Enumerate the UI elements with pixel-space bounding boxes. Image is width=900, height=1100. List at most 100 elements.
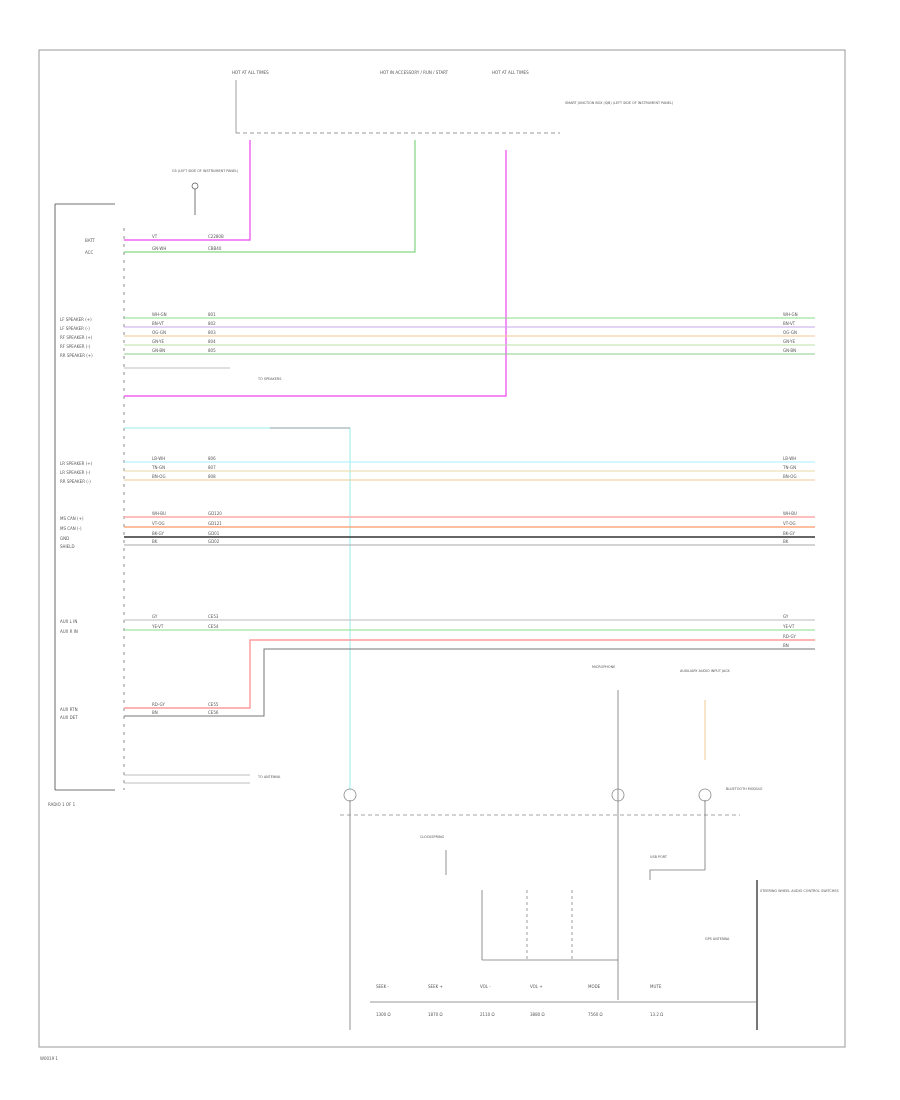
bus-3-end: BK-GY: [783, 531, 795, 536]
aux-2-label: AUX R IN: [60, 629, 78, 634]
switch-ladder: [370, 890, 756, 1003]
aux-1-label: AUX L IN: [60, 619, 77, 624]
bus-wires: [124, 516, 815, 546]
aux-2-code: CE54: [208, 624, 219, 629]
fuse-mid-label: HOT IN ACCESSORY / RUN / START: [380, 70, 449, 75]
bus-1-end: WH-BU: [783, 511, 797, 516]
speaker-5-end: GN-BN: [783, 348, 796, 353]
top-wire-2-label: ACC: [85, 250, 93, 255]
aux-3-color: RD-GY: [152, 702, 165, 707]
top-wire-1-code: C2280B: [208, 234, 224, 239]
steering-module-label: CLOCKSPRING: [420, 835, 444, 839]
speaker-3-color: OG-GN: [152, 330, 166, 335]
aux-1-code: CE53: [208, 614, 219, 619]
top-wire-labels: BATT VT C2280B ACC GN-WH CBB40: [85, 234, 224, 255]
bus-1-color: WH-BU: [152, 511, 166, 516]
aux-2-end: YE-VT: [782, 624, 795, 629]
top-wire-2-color: GN-WH: [152, 246, 166, 251]
aux-4-color: BN: [152, 710, 158, 715]
resistor-label-2: 1870 Ω: [428, 1012, 443, 1017]
speaker-3-code: 803: [208, 330, 216, 335]
speaker-1-end: WH-GN: [783, 312, 798, 317]
lower-speaker-3-color: BN-OG: [152, 474, 166, 479]
speaker-1-code: 801: [208, 312, 216, 317]
radio-connector: RADIO 1 OF 1: [48, 203, 125, 807]
gps-note: GPS ANTENNA: [705, 937, 730, 941]
switch-label-5: MODE: [588, 984, 601, 989]
bus-wire-labels: MS CAN (+) WH-BU GD120 WH-BU MS CAN (-) …: [60, 511, 797, 549]
resistor-label-1: 1300 Ω: [376, 1012, 391, 1017]
speaker-4-code: 804: [208, 339, 216, 344]
aux-3-label: AUX RTN: [60, 707, 78, 712]
speaker-2-code: 802: [208, 321, 216, 326]
lower-speaker-3-code: 808: [208, 474, 216, 479]
cyan-wire: [124, 427, 351, 790]
resistor-label-6: 13.2 Ω: [650, 1012, 663, 1017]
speaker-wire-labels: LF SPEAKER (+) WH-GN 801 WH-GN LF SPEAKE…: [60, 312, 798, 381]
bus-4-end: BK: [783, 539, 789, 544]
speaker-5-color: GN-BN: [152, 348, 165, 353]
top-wire-2-code: CBB40: [208, 246, 222, 251]
aux-2-color: YE-VT: [151, 624, 164, 629]
speaker-2-color: BN-VT: [152, 321, 165, 326]
top-wire-1-label: BATT: [85, 238, 96, 243]
bus-2-code: GD121: [208, 521, 222, 526]
footer-code: W0019 1: [40, 1056, 58, 1061]
resistor-label-3: 2110 Ω: [480, 1012, 495, 1017]
switch-label-1: SEEK -: [376, 984, 389, 989]
speaker-3-label: RF SPEAKER (+): [60, 335, 93, 340]
lower-speaker-3-end: BN-OG: [783, 474, 797, 479]
switch-label-6: MUTE: [650, 984, 662, 989]
resistor-labels: 1300 Ω 1870 Ω 2110 Ω 3880 Ω 7560 Ω 13.2 …: [376, 1012, 663, 1017]
lower-module: MICROPHONE AUXILIARY AUDIO INPUT JACK BL…: [340, 665, 839, 1030]
speaker-2-label: LF SPEAKER (-): [60, 326, 90, 331]
bus-4-color: BK: [152, 539, 158, 544]
speaker-1-color: WH-GN: [152, 312, 167, 317]
resistor-label-5: 7560 Ω: [588, 1012, 603, 1017]
lower-speaker-1-label: LR SPEAKER (+): [60, 461, 93, 466]
aux-wire-labels: AUX L IN GY CE53 GY AUX R IN YE-VT CE54 …: [60, 614, 796, 720]
ground-top-symbol: [191, 182, 199, 190]
aux-jack-note: AUXILIARY AUDIO INPUT JACK: [680, 669, 731, 673]
switch-labels: SEEK - SEEK + VOL - VOL + MODE MUTE: [376, 984, 662, 989]
speaker-4-color: GN-YE: [152, 339, 165, 344]
steering-switches-label: STEERING WHEEL AUDIO CONTROL SWITCHES: [760, 889, 839, 893]
antenna-wires: TO ANTENNA: [124, 774, 281, 784]
aux-4-code: CE56: [208, 710, 219, 715]
aux-1-color: GY: [152, 614, 158, 619]
switch-label-4: VOL +: [530, 984, 543, 989]
antenna-note: TO ANTENNA: [257, 775, 281, 779]
lower-speaker-2-end: TN-GN: [782, 465, 796, 470]
connector-circle-1: [343, 788, 357, 802]
bus-3-color: BK-GY: [152, 531, 164, 536]
lower-speaker-2-color: TN-GN: [151, 465, 165, 470]
bus-2-label: MS CAN (-): [60, 526, 82, 531]
aux-1-end: GY: [783, 614, 789, 619]
speaker-note: TO SPEAKERS: [257, 377, 281, 381]
lower-speaker-1-color: LB-WH: [152, 456, 165, 461]
usb-note: USB PORT: [650, 855, 668, 859]
speaker-wires: [124, 317, 815, 369]
ground-top-label: G5 (LEFT SIDE OF INSTRUMENT PANEL): [172, 169, 239, 173]
aux-3-code: CE55: [208, 702, 219, 707]
lower-speaker-wires: [124, 461, 815, 481]
bus-1-code: GD120: [208, 511, 222, 516]
bus-2-end: VT-OG: [783, 521, 796, 526]
bus-4-label: SHIELD: [60, 544, 75, 549]
radio-bottom-label: RADIO 1 OF 1: [48, 802, 76, 807]
switch-label-3: VOL -: [480, 984, 491, 989]
aux-4-end: BN: [783, 643, 789, 648]
lower-speaker-2-label: LR SPEAKER (-): [60, 470, 91, 475]
fuse-left-label: HOT AT ALL TIMES: [232, 70, 269, 75]
fuse-box-note: SMART JUNCTION BOX (SJB) (LEFT SIDE OF I…: [565, 101, 674, 105]
fuse-right-label: HOT AT ALL TIMES: [492, 70, 529, 75]
resistor-label-4: 3880 Ω: [530, 1012, 545, 1017]
lower-speaker-1-end: LB-WH: [783, 456, 796, 461]
aux-wires: [124, 619, 815, 717]
bus-1-label: MS CAN (+): [60, 516, 84, 521]
speaker-2-end: BN-VT: [783, 321, 796, 326]
mic-note: MICROPHONE: [592, 665, 615, 669]
aux-4-label: AUX DET: [60, 715, 78, 720]
bus-3-label: GND: [60, 536, 69, 541]
diagram-frame: [38, 49, 846, 1048]
